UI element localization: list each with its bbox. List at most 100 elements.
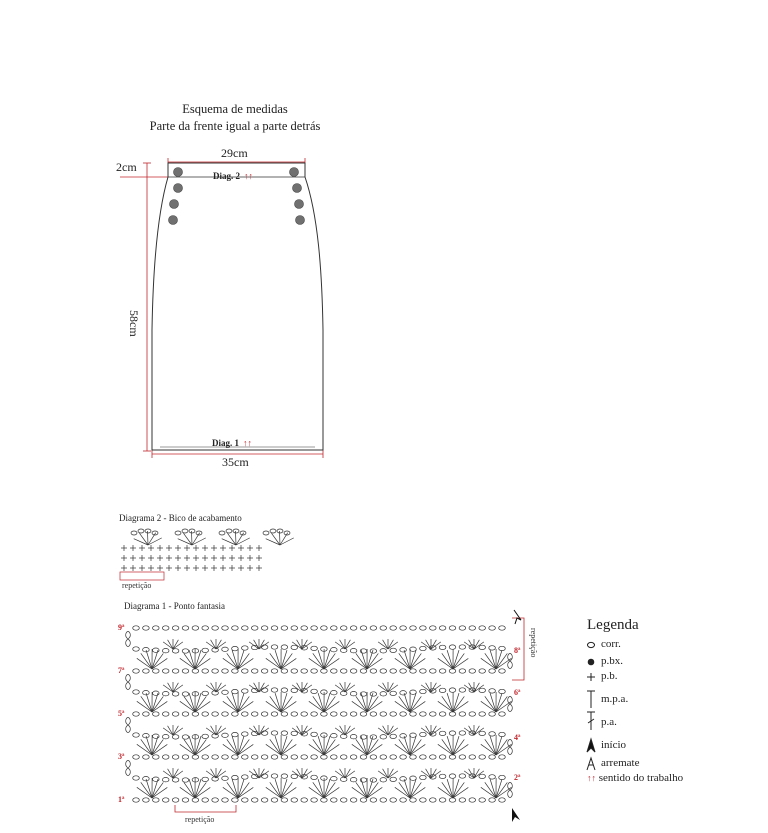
chain-oval-icon (310, 731, 318, 737)
chain-oval-icon (280, 730, 289, 736)
fan-stitch (194, 787, 211, 799)
fan-stitch (215, 684, 227, 693)
fan-stitch (183, 782, 196, 799)
chain-oval-icon (290, 687, 298, 693)
chain-oval-icon (340, 711, 348, 717)
chain-oval-icon (488, 645, 496, 651)
chain-oval-icon (260, 754, 269, 760)
fan-stitch (339, 682, 346, 693)
fan-stitch (452, 735, 460, 756)
fan-stitch (463, 641, 475, 650)
fan-stitch (167, 639, 174, 650)
plus-icon (121, 565, 127, 571)
fan-stitch (258, 641, 270, 650)
fan-stitch (473, 725, 480, 736)
chain-oval-icon (181, 797, 190, 803)
fan-stitch (398, 653, 411, 670)
fan-stitch (258, 639, 265, 650)
plus-icon (256, 565, 262, 571)
fan-stitch (151, 739, 164, 756)
start-arrow-icon (586, 737, 596, 753)
chain-oval-icon (448, 625, 457, 631)
chain-oval-icon (330, 733, 338, 739)
plus-icon (229, 555, 235, 561)
fan-stitch (222, 744, 239, 756)
fan-stitch (151, 649, 159, 670)
chain-oval-icon (174, 530, 182, 536)
chain-oval-icon (468, 754, 476, 760)
chain-oval-icon (389, 797, 397, 803)
fan-stitch (172, 770, 184, 779)
chain-oval-icon (409, 775, 417, 781)
fan-stitch (291, 770, 303, 779)
chain-oval-icon (132, 797, 140, 803)
fan-stitch (430, 684, 442, 693)
fan-stitch (280, 658, 297, 670)
fan-stitch (425, 682, 432, 693)
top-width-label: 29cm (221, 146, 248, 160)
chain-oval-icon (191, 668, 200, 674)
chain-oval-icon (429, 625, 437, 631)
chain-oval-icon (151, 530, 159, 536)
fan-stitch (403, 778, 411, 799)
chain-oval-icon (310, 711, 318, 717)
fan-stitch (291, 684, 303, 693)
fan-stitch (179, 701, 196, 713)
fan-stitch (210, 768, 217, 779)
fan-stitch (237, 739, 250, 756)
fan-stitch (237, 696, 250, 713)
fan-stitch (323, 744, 340, 756)
chain-oval-icon (241, 774, 249, 780)
chain-oval-icon (171, 668, 180, 674)
fan-stitch (136, 787, 153, 799)
chain-oval-icon (181, 711, 190, 717)
fan-stitch (248, 770, 260, 779)
fan-stitch (409, 692, 417, 713)
fan-stitch (473, 684, 485, 693)
chain-oval-icon (241, 625, 249, 631)
fan-stitch (265, 538, 281, 546)
fan-stitch (172, 684, 184, 693)
chain-oval-icon (142, 797, 150, 803)
fan-stitch (446, 649, 454, 670)
plus-icon (166, 555, 172, 561)
chain-oval-icon (458, 625, 467, 631)
fan-stitch (377, 727, 389, 736)
plus-icon (130, 565, 136, 571)
chain-oval-icon (239, 530, 247, 536)
chain-oval-icon (349, 711, 358, 717)
chain-oval-icon (201, 625, 209, 631)
fan-stitch (172, 725, 179, 736)
fan-stitch (360, 778, 368, 799)
chain-oval-icon (270, 644, 279, 650)
fan-stitch (253, 725, 260, 736)
chain-oval-icon (507, 696, 513, 704)
chain-oval-icon (448, 773, 457, 779)
fan-stitch (317, 649, 325, 670)
diagram1-repeat-label-side: repetição (529, 628, 538, 658)
fan-stitch (463, 770, 475, 779)
chain-oval-icon (389, 733, 397, 739)
fan-stitch (140, 782, 153, 799)
fan-stitch (484, 696, 497, 713)
chain-oval-icon (260, 644, 269, 650)
fan-stitch (409, 649, 417, 670)
fan-stitch (403, 735, 411, 756)
chain-oval-icon (448, 668, 457, 674)
chain-oval-icon (142, 668, 150, 674)
chain-oval-icon (409, 797, 417, 803)
chain-oval-icon (132, 668, 140, 674)
chain-oval-icon (201, 711, 209, 717)
fan-stitch (226, 653, 239, 670)
fan-stitch (495, 653, 508, 670)
legend-item-slip: p.bx. (601, 655, 623, 667)
fan-stitch (409, 739, 422, 756)
chain-oval-icon (171, 754, 180, 760)
fan-stitch (248, 727, 260, 736)
chain-oval-icon (389, 754, 397, 760)
fan-stitch (280, 782, 293, 799)
chain-oval-icon (231, 797, 239, 803)
chain-oval-icon (478, 754, 486, 760)
plus-icon (166, 545, 172, 551)
chain-oval-icon (429, 797, 437, 803)
